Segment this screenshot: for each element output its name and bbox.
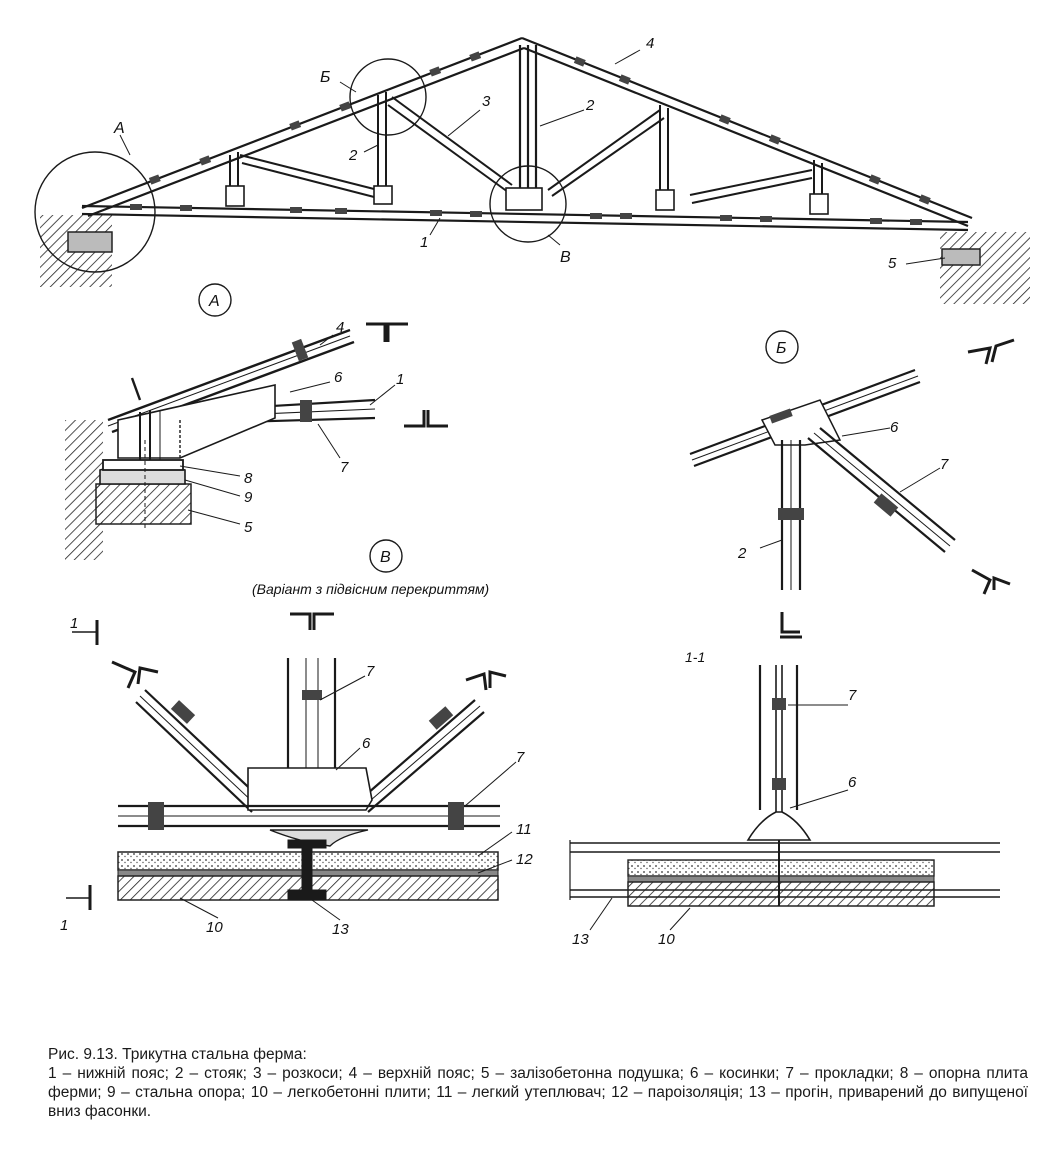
detail-B-badge — [765, 330, 799, 364]
detail-V-badge — [369, 539, 403, 573]
detail-A — [65, 283, 448, 560]
detail-V — [66, 539, 517, 921]
section-1-1-title: 1-1 — [685, 649, 705, 665]
detail-A-label-4: 4 — [336, 319, 344, 336]
label-2-left: 2 — [348, 147, 358, 164]
detail-V-subtitle: (Варіант з підвісним перекриттям) — [252, 581, 489, 597]
section-1-1-label-6: 6 — [848, 774, 857, 791]
detail-A-label-9: 9 — [244, 489, 253, 506]
caption-legend: 1 – нижній пояс; 2 – стояк; 3 – розкоси;… — [48, 1065, 1028, 1120]
section-cut-label-bottom: 1 — [60, 917, 68, 934]
detail-B — [689, 330, 1015, 639]
detail-B-title: Б — [776, 340, 786, 357]
label-4: 4 — [646, 35, 654, 52]
detail-A-label-6: 6 — [334, 369, 343, 386]
right-wall — [940, 232, 1030, 304]
detail-V-label-10: 10 — [206, 919, 223, 936]
label-3: 3 — [482, 93, 491, 110]
detail-V-title: В — [380, 549, 391, 566]
detail-B-label-6: 6 — [890, 419, 899, 436]
detail-V-label-6: 6 — [362, 735, 371, 752]
section-1-1 — [569, 665, 1000, 931]
main-truss — [34, 36, 1030, 304]
label-V: В — [560, 249, 571, 266]
section-1-1-label-10: 10 — [658, 931, 675, 948]
figure-caption: Рис. 9.13. Трикутна стальна ферма: 1 – н… — [48, 1045, 1028, 1121]
callout-circle-B — [349, 58, 427, 136]
detail-B-label-7: 7 — [940, 456, 949, 473]
section-cut-label-top: 1 — [70, 615, 78, 632]
central-post — [518, 45, 538, 210]
detail-A-label-8: 8 — [244, 470, 253, 487]
caption-title: Рис. 9.13. Трикутна стальна ферма: — [48, 1046, 307, 1063]
truss-drawing: А Б В 1 2 2 3 4 5 — [34, 35, 1030, 948]
detail-V-label-13: 13 — [332, 921, 349, 938]
detail-B-label-2: 2 — [737, 545, 747, 562]
detail-A-label-5: 5 — [244, 519, 253, 536]
section-1-1-label-7: 7 — [848, 687, 857, 704]
bottom-chord — [81, 204, 969, 232]
label-A: А — [113, 120, 125, 137]
detail-A-badge — [198, 283, 232, 317]
section-1-1-label-13: 13 — [572, 931, 589, 948]
detail-V-label-12: 12 — [516, 851, 533, 868]
callout-circle-A — [34, 151, 156, 273]
label-1: 1 — [420, 234, 428, 251]
detail-A-label-1: 1 — [396, 371, 404, 388]
diagonals — [239, 96, 813, 204]
detail-V-label-11: 11 — [516, 821, 532, 838]
detail-V-label-7-post: 7 — [366, 663, 375, 680]
label-5: 5 — [888, 255, 897, 272]
detail-A-label-7: 7 — [340, 459, 349, 476]
label-2-center: 2 — [585, 97, 595, 114]
label-B: Б — [320, 69, 330, 86]
spacer-plates — [130, 51, 931, 225]
leader-lines — [119, 49, 946, 265]
left-pad — [67, 231, 113, 253]
detail-A-title: А — [208, 293, 220, 310]
gussets — [225, 185, 829, 215]
callout-circle-V — [489, 165, 567, 243]
detail-V-label-7-chord: 7 — [516, 749, 525, 766]
right-pad — [941, 248, 981, 266]
